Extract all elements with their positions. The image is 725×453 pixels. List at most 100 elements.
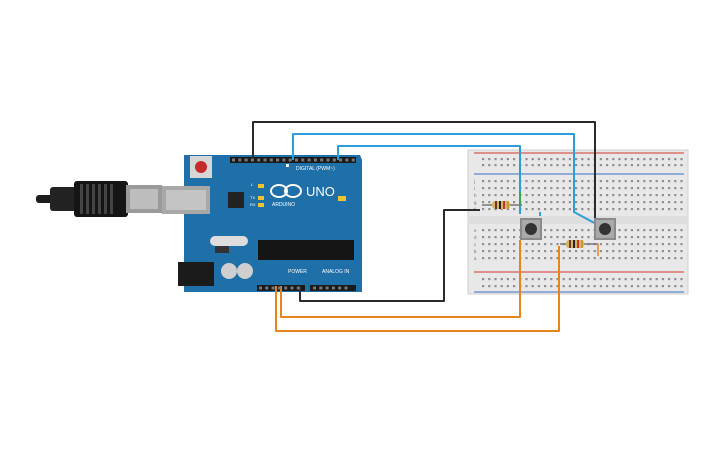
breadboard-hole[interactable] [556,208,559,211]
breadboard-hole[interactable] [649,201,652,204]
breadboard-hole[interactable] [618,208,621,211]
breadboard-hole[interactable] [544,208,547,211]
breadboard-hole[interactable] [568,180,571,183]
breadboard-hole[interactable] [630,243,633,246]
breadboard-hole[interactable] [506,164,509,167]
breadboard-hole[interactable] [562,194,565,197]
resistor-2[interactable] [560,240,598,248]
power-pin[interactable] [271,286,275,290]
breadboard-hole[interactable] [525,285,528,288]
breadboard-hole[interactable] [661,201,664,204]
breadboard-hole[interactable] [500,236,503,239]
breadboard-hole[interactable] [525,257,528,260]
breadboard-hole[interactable] [587,201,590,204]
breadboard-hole[interactable] [494,285,497,288]
breadboard-hole[interactable] [599,158,602,161]
breadboard-hole[interactable] [482,180,485,183]
breadboard-hole[interactable] [624,236,627,239]
breadboard-hole[interactable] [630,164,633,167]
breadboard-hole[interactable] [513,208,516,211]
breadboard-hole[interactable] [587,208,590,211]
breadboard-hole[interactable] [599,285,602,288]
breadboard-hole[interactable] [556,164,559,167]
breadboard-hole[interactable] [637,250,640,253]
breadboard-hole[interactable] [655,194,658,197]
breadboard-hole[interactable] [556,243,559,246]
breadboard-hole[interactable] [581,164,584,167]
breadboard-hole[interactable] [606,285,609,288]
breadboard-hole[interactable] [612,194,615,197]
breadboard-hole[interactable] [531,285,534,288]
breadboard-hole[interactable] [581,236,584,239]
breadboard-hole[interactable] [531,243,534,246]
breadboard-hole[interactable] [624,201,627,204]
breadboard-hole[interactable] [668,229,671,232]
breadboard-hole[interactable] [649,180,652,183]
breadboard-hole[interactable] [488,208,491,211]
breadboard-hole[interactable] [674,158,677,161]
breadboard-hole[interactable] [599,250,602,253]
breadboard-hole[interactable] [562,285,565,288]
breadboard-hole[interactable] [562,250,565,253]
breadboard-hole[interactable] [630,201,633,204]
power-pin[interactable] [284,286,288,290]
breadboard-hole[interactable] [680,164,683,167]
breadboard-hole[interactable] [488,194,491,197]
breadboard-hole[interactable] [550,180,553,183]
breadboard-hole[interactable] [544,278,547,281]
breadboard-hole[interactable] [637,243,640,246]
breadboard-hole[interactable] [500,285,503,288]
breadboard-hole[interactable] [674,187,677,190]
breadboard-hole[interactable] [599,243,602,246]
digital-pin[interactable] [269,158,273,162]
breadboard-hole[interactable] [513,158,516,161]
breadboard-hole[interactable] [513,194,516,197]
breadboard-hole[interactable] [587,164,590,167]
breadboard-hole[interactable] [500,180,503,183]
analog-pin[interactable] [325,286,329,290]
breadboard-hole[interactable] [482,243,485,246]
breadboard-hole[interactable] [612,257,615,260]
breadboard-hole[interactable] [513,164,516,167]
breadboard-hole[interactable] [544,236,547,239]
breadboard-hole[interactable] [531,180,534,183]
breadboard-hole[interactable] [643,158,646,161]
breadboard-hole[interactable] [655,250,658,253]
breadboard-hole[interactable] [643,229,646,232]
breadboard-hole[interactable] [637,158,640,161]
breadboard-hole[interactable] [624,257,627,260]
resistor-1[interactable] [482,201,522,209]
breadboard-hole[interactable] [680,180,683,183]
breadboard-hole[interactable] [668,243,671,246]
breadboard-hole[interactable] [506,257,509,260]
breadboard-hole[interactable] [630,208,633,211]
breadboard-hole[interactable] [556,278,559,281]
arduino-uno-board[interactable]: UNO ARDUINO DIGITAL (PWM~) POWER ANALOG … [162,155,362,292]
digital-pin[interactable] [238,158,242,162]
breadboard-hole[interactable] [525,194,528,197]
breadboard-hole[interactable] [606,201,609,204]
breadboard-hole[interactable] [500,243,503,246]
breadboard-hole[interactable] [674,250,677,253]
breadboard-hole[interactable] [630,187,633,190]
breadboard-hole[interactable] [643,257,646,260]
breadboard-hole[interactable] [500,278,503,281]
breadboard-hole[interactable] [587,187,590,190]
pushbutton-2[interactable] [594,218,616,240]
breadboard-hole[interactable] [587,180,590,183]
pushbutton-1[interactable] [520,212,542,240]
breadboard-hole[interactable] [606,187,609,190]
breadboard-hole[interactable] [562,257,565,260]
breadboard-hole[interactable] [643,278,646,281]
breadboard-hole[interactable] [630,250,633,253]
breadboard-hole[interactable] [506,250,509,253]
breadboard-hole[interactable] [661,194,664,197]
breadboard-hole[interactable] [649,229,652,232]
breadboard-hole[interactable] [661,187,664,190]
breadboard-hole[interactable] [525,208,528,211]
breadboard-hole[interactable] [556,158,559,161]
breadboard-hole[interactable] [649,187,652,190]
breadboard-hole[interactable] [556,250,559,253]
digital-pin[interactable] [232,158,235,162]
breadboard-hole[interactable] [482,194,485,197]
